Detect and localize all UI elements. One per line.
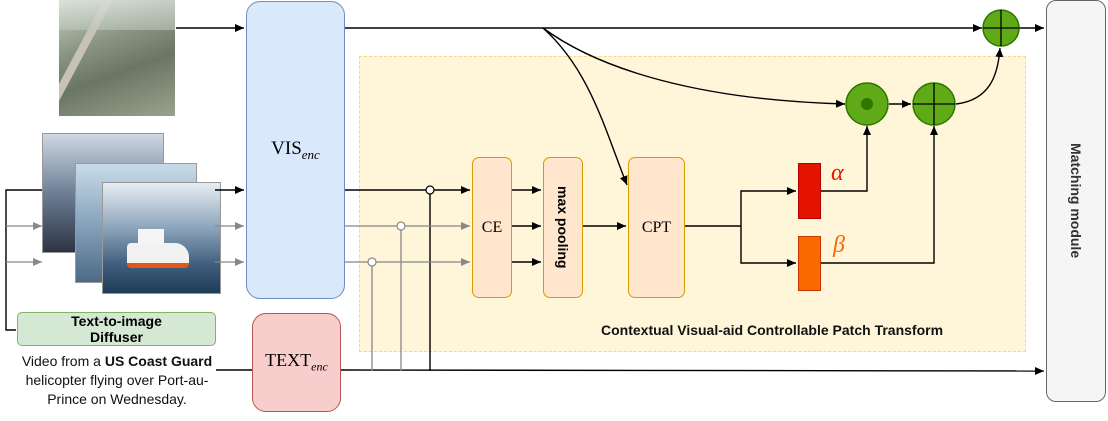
arrow-to-beta bbox=[740, 226, 796, 267]
alpha-bar bbox=[798, 163, 821, 219]
beta-bar bbox=[798, 236, 821, 291]
junction-mid bbox=[396, 221, 406, 231]
cpt-module: CPT bbox=[628, 157, 685, 298]
text-encoder: TEXTenc bbox=[252, 313, 341, 412]
arrow-text-to-matching bbox=[340, 366, 1045, 375]
stack-image-3 bbox=[102, 182, 221, 294]
curve-to-final-sum bbox=[955, 47, 1004, 105]
input-caption: Video from a US Coast Guard helicopter f… bbox=[21, 353, 213, 407]
circle-dot-icon bbox=[845, 82, 889, 126]
beta-label: β bbox=[833, 232, 845, 258]
region-title: Contextual Visual-aid Controllable Patch… bbox=[601, 322, 944, 338]
arrow-to-alpha bbox=[740, 187, 796, 226]
max-pooling-module: max pooling bbox=[543, 157, 583, 298]
aerial-city-image bbox=[59, 0, 175, 116]
curve-to-dot-node bbox=[542, 27, 846, 108]
junction-bot bbox=[367, 257, 377, 267]
visual-encoder: VISenc bbox=[246, 1, 345, 299]
ce-module: CE bbox=[472, 157, 512, 298]
arrow-alpha-to-dot bbox=[821, 126, 871, 192]
junction-top bbox=[425, 185, 435, 195]
circle-plus-icon bbox=[982, 9, 1020, 47]
matching-module: Matching module bbox=[1046, 0, 1106, 402]
generated-image-stack bbox=[42, 133, 222, 294]
curve-to-cpt bbox=[542, 27, 628, 186]
stack-input-bracket bbox=[5, 189, 42, 331]
text-to-image-diffuser: Text-to-image Diffuser bbox=[17, 312, 216, 346]
circle-plus-icon bbox=[912, 82, 956, 126]
arrow-beta-to-plus bbox=[821, 126, 938, 264]
alpha-label: α bbox=[831, 160, 844, 186]
